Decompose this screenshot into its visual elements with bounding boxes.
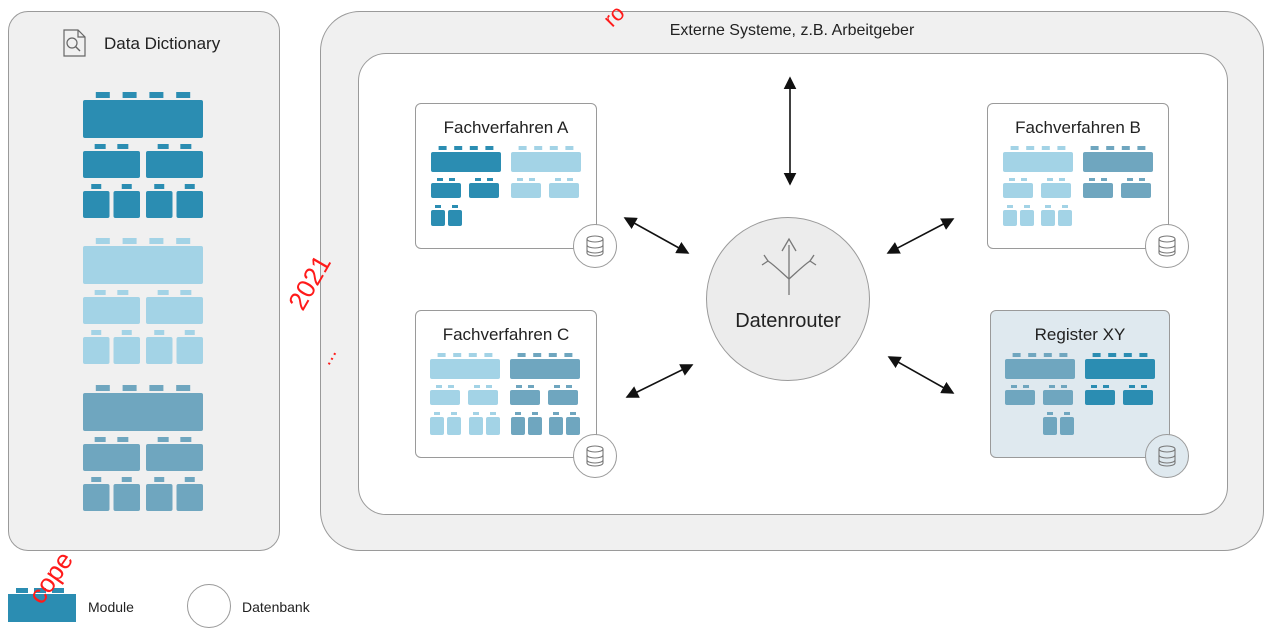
legend-module-label: Module	[88, 599, 134, 615]
module-icon	[1003, 146, 1073, 172]
module-icon	[549, 412, 563, 435]
module-icon	[176, 477, 203, 511]
module-icon	[1005, 385, 1035, 405]
module-icon	[176, 330, 203, 364]
module-icon	[146, 144, 203, 178]
module-icon	[448, 205, 462, 226]
module-icon	[1020, 205, 1034, 226]
process-box-b: Fachverfahren B	[987, 103, 1169, 249]
module-icon	[83, 238, 203, 284]
data-router: Datenrouter	[706, 217, 870, 381]
legend-database-label: Datenbank	[242, 599, 310, 615]
process-title-c: Fachverfahren C	[442, 325, 570, 344]
module-icon	[431, 146, 501, 172]
module-icon	[1043, 385, 1073, 405]
database-icon	[1158, 445, 1176, 467]
register-title-xy: Register XY	[1034, 325, 1126, 344]
module-icon	[566, 412, 580, 435]
module-icon	[113, 330, 140, 364]
database-circle-c	[573, 434, 617, 478]
module-icon	[510, 385, 540, 405]
module-icon	[430, 412, 444, 435]
module-icon	[528, 412, 542, 435]
module-icon	[1005, 353, 1075, 379]
data-dictionary-modules	[83, 92, 203, 511]
module-icon	[1123, 385, 1153, 405]
module-icon	[1083, 146, 1153, 172]
module-icon	[83, 385, 203, 431]
module-icon	[146, 437, 203, 471]
process-box-a: Fachverfahren A	[415, 103, 597, 249]
process-title-a: Fachverfahren A	[443, 118, 569, 137]
module-icon	[511, 412, 525, 435]
module-icon	[146, 330, 173, 364]
router-label: Datenrouter	[735, 310, 841, 332]
module-icon	[511, 178, 541, 198]
module-icon	[83, 144, 140, 178]
module-icon	[1041, 205, 1055, 226]
database-icon	[586, 235, 604, 257]
split-arrows-icon	[761, 237, 817, 295]
module-icon	[510, 353, 580, 379]
module-icon	[486, 412, 500, 435]
module-icon	[83, 92, 203, 138]
module-icon	[431, 178, 461, 198]
module-icon	[176, 184, 203, 218]
module-icon	[1003, 178, 1033, 198]
module-icon	[146, 477, 173, 511]
double-arrow-5	[887, 356, 955, 394]
database-circle-a	[573, 224, 617, 268]
module-icon	[1085, 385, 1115, 405]
module-icon	[83, 477, 110, 511]
module-icon	[83, 184, 110, 218]
data-dictionary-title: Data Dictionary	[104, 34, 221, 53]
module-icon	[1060, 412, 1074, 435]
database-icon	[1158, 235, 1176, 257]
module-icon	[549, 178, 579, 198]
module-icon	[83, 290, 140, 324]
external-systems-title: Externe Systeme, z.B. Arbeitgeber	[669, 22, 915, 39]
module-icon	[548, 385, 578, 405]
module-icon	[431, 205, 445, 226]
module-icon	[430, 385, 460, 405]
module-icon	[1085, 353, 1155, 379]
process-title-b: Fachverfahren B	[1015, 118, 1141, 137]
database-icon	[586, 445, 604, 467]
module-icon	[146, 184, 173, 218]
database-circle-b	[1145, 224, 1189, 268]
module-icon	[1083, 178, 1113, 198]
module-icon	[113, 477, 140, 511]
module-icon	[83, 330, 110, 364]
module-icon	[146, 290, 203, 324]
legend-database-circle	[187, 584, 231, 628]
module-icon	[447, 412, 461, 435]
database-circle-xy	[1145, 434, 1189, 478]
module-icon	[468, 385, 498, 405]
module-icon	[469, 412, 483, 435]
module-icon	[83, 437, 140, 471]
module-icon	[469, 178, 499, 198]
module-icon	[113, 184, 140, 218]
module-icon	[1003, 205, 1017, 226]
module-icon	[1043, 412, 1057, 435]
module-icon	[1058, 205, 1072, 226]
document-search-icon	[63, 29, 86, 57]
double-arrow-4	[625, 364, 694, 398]
module-icon	[430, 353, 500, 379]
module-icon	[1121, 178, 1151, 198]
module-icon	[511, 146, 581, 172]
double-arrow-2	[623, 217, 690, 254]
module-icon	[1041, 178, 1071, 198]
double-arrow-3	[886, 218, 955, 254]
register-box-xy: Register XY	[990, 310, 1170, 458]
legend-module-icon	[8, 588, 76, 622]
